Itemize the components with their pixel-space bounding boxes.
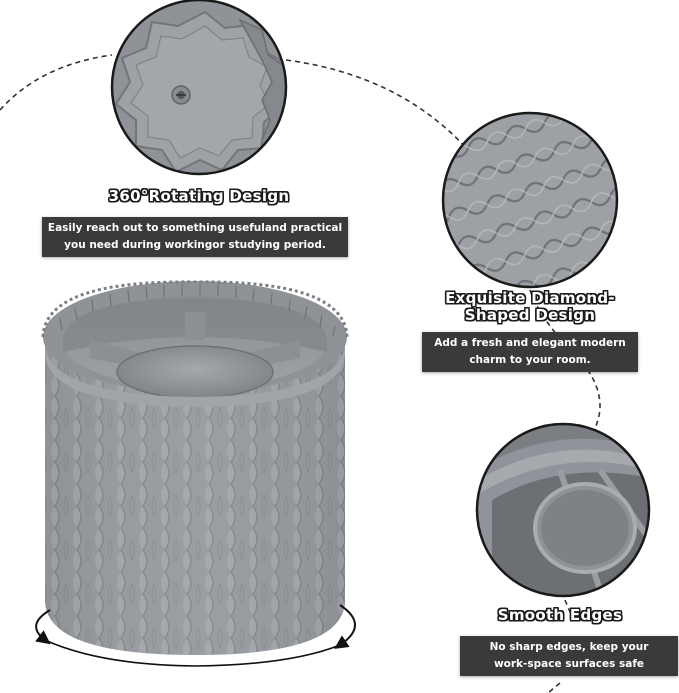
diamond-texture-closeup	[441, 111, 619, 289]
feature-caption-rotating: Easily reach out to something usefuland …	[42, 217, 348, 257]
smooth-rim-closeup	[475, 422, 651, 598]
feature-title-diamond: Exquisite Diamond- Shaped Design	[430, 290, 630, 324]
title-line: Shaped Design	[464, 306, 596, 324]
rotation-arrow-icon	[35, 604, 356, 667]
caption-line: No sharp edges, keep your	[489, 641, 649, 653]
rotating-pen-holder	[41, 280, 349, 655]
dashed-connector-lines	[0, 54, 601, 693]
feature-title-rotating: 360°Rotating Design	[108, 187, 290, 205]
caption-line: Add a fresh and elegant modern	[434, 337, 626, 349]
caption-line: you need during workingor studying perio…	[64, 239, 326, 251]
caption-line: charm to your room.	[469, 354, 591, 366]
caption-line: Easily reach out to something usefuland …	[47, 222, 343, 234]
feature-title-smooth: Smooth Edges	[497, 606, 623, 624]
feature-caption-smooth: No sharp edges, keep your work-space sur…	[460, 636, 678, 676]
caption-line: work-space surfaces safe	[493, 658, 645, 670]
rim-ribs	[59, 284, 336, 337]
rotating-base-closeup	[110, 0, 288, 176]
feature-caption-diamond: Add a fresh and elegant modern charm to …	[422, 332, 638, 372]
title-line: Exquisite Diamond-	[445, 289, 615, 307]
